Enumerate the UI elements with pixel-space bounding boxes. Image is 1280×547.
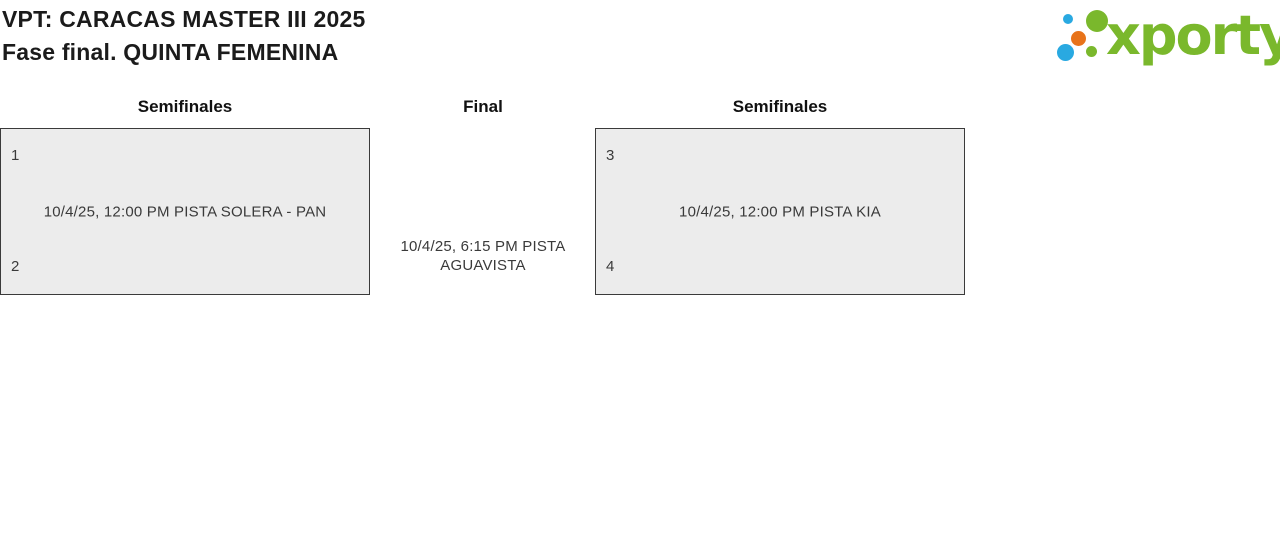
logo-dot-blue-big-icon [1057, 44, 1074, 61]
final-match-schedule: 10/4/25, 6:15 PM PISTA AGUAVISTA [400, 238, 566, 274]
seed-number: 1 [11, 147, 20, 164]
page-header: VPT: CARACAS MASTER III 2025 Fase final.… [2, 3, 365, 69]
match-card-semifinal-1[interactable]: 1 10/4/25, 12:00 PM PISTA SOLERA - PAN 2 [0, 128, 370, 295]
match-schedule: 10/4/25, 12:00 PM PISTA KIA [679, 203, 881, 220]
seed-number: 4 [606, 258, 615, 275]
round-label-semifinals-right: Semifinales [732, 97, 828, 116]
logo-dot-orange-icon [1071, 31, 1086, 46]
round-label-semifinals-left: Semifinales [137, 97, 233, 116]
match-card-semifinal-2[interactable]: 3 10/4/25, 12:00 PM PISTA KIA 4 [595, 128, 965, 295]
round-label-final: Final [463, 97, 503, 116]
page-title: VPT: CARACAS MASTER III 2025 [2, 6, 366, 32]
seed-number: 3 [606, 147, 615, 164]
page-subtitle: Fase final. QUINTA FEMENINA [2, 39, 339, 65]
match-schedule: 10/4/25, 12:00 PM PISTA SOLERA - PAN [43, 203, 327, 220]
logo-wordmark: xporty [1106, 4, 1280, 67]
xporty-logo[interactable]: xporty [1048, 0, 1280, 78]
seed-number: 2 [11, 258, 20, 275]
logo-dot-blue-small-icon [1063, 14, 1073, 24]
logo-dot-green-small-icon [1086, 46, 1097, 57]
logo-dot-green-big-icon [1086, 10, 1108, 32]
